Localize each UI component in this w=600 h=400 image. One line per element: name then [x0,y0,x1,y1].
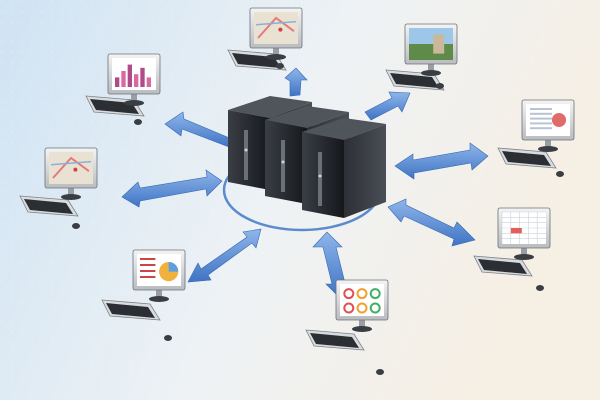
monitor-stand [359,320,365,328]
workstation [305,279,389,375]
monitor-screen-map [254,12,298,44]
arrow-up-right-icon [364,91,411,121]
monitor-screen-report-table [526,104,570,136]
monitor-screen-gauge-dashboard [340,284,384,316]
double-arrow-icon [187,228,262,283]
monitor-base [421,70,441,76]
double-arrow-icon [387,198,476,247]
mouse-icon [164,335,172,341]
monitor-base [538,146,558,152]
monitor-icon [335,279,389,321]
monitor-icon [132,249,186,291]
keyboard-icon [473,255,533,277]
keyboard-icon [305,329,365,351]
monitor-screen-bar-chart [112,58,156,90]
server-cluster [228,96,386,218]
keyboard-icon [19,195,79,217]
monitor-base [124,100,144,106]
mouse-icon [72,223,80,229]
monitor-icon [497,207,551,249]
monitor-base [149,296,169,302]
monitor-base [61,194,81,200]
workstation [497,99,575,177]
monitor-stand [521,248,527,256]
monitor-stand [273,48,279,56]
monitor-base [514,254,534,260]
server-tower-icon [302,118,386,218]
workstation [85,53,161,125]
arrow-up-icon [284,67,308,97]
monitor-icon [249,7,303,49]
monitor-screen-spreadsheet [501,211,546,244]
monitor-stand [156,290,162,298]
monitor-base [266,54,286,60]
mouse-icon [134,119,142,125]
monitor-screen-map [49,152,93,184]
monitor-icon [44,147,98,189]
workstation [101,249,186,341]
double-arrow-icon [121,169,223,208]
monitor-screen-pie-chart [137,254,181,286]
monitor-icon [521,99,575,141]
monitor-stand [68,188,74,196]
mouse-icon [376,369,384,375]
monitor-base [352,326,372,332]
monitor-icon [107,53,161,95]
monitor-icon [404,23,458,65]
monitor-stand [545,140,551,148]
workstation [19,147,98,229]
keyboard-icon [101,299,161,321]
monitor-screen-photo [409,28,453,60]
keyboard-icon [497,147,557,169]
workstation [227,7,303,71]
mouse-icon [556,171,564,177]
monitor-stand [428,64,434,72]
monitor-stand [131,94,137,102]
mouse-icon [436,83,444,89]
workstation [385,23,458,91]
double-arrow-icon [394,142,489,180]
mouse-icon [276,63,284,69]
workstation [473,207,551,291]
mouse-icon [536,285,544,291]
